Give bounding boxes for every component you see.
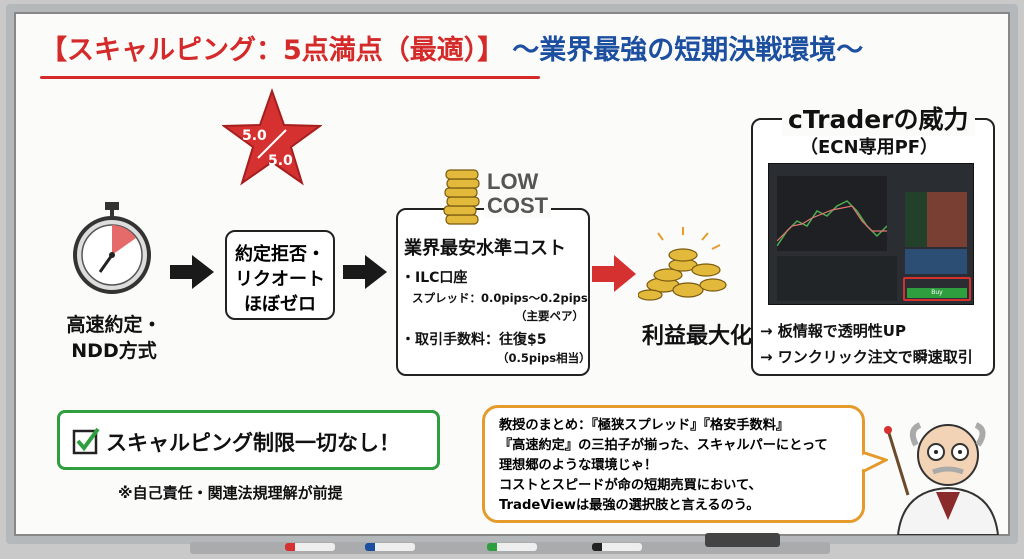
page-title: 【スキャルピング：5点満点（最適）】〜業界最強の短期決戦環境〜 <box>40 28 863 67</box>
summary-line: コストとスピードが命の短期売買において、 <box>499 478 762 493</box>
title-main: 【スキャルピング：5点満点（最適）】 <box>40 35 505 66</box>
one-click-order-area: Buy <box>903 277 971 301</box>
arrow-right-icon <box>343 255 387 289</box>
no-limit-label: スキャルピング制限一切なし！ <box>106 431 400 455</box>
arrow-right-icon <box>170 255 214 289</box>
orderbook-asks <box>927 192 967 247</box>
step1-label: 高速約定・ NDD方式 <box>64 312 164 364</box>
cost-item1-note: （主要ペア） <box>515 309 584 323</box>
blue-marker[interactable] <box>365 543 415 551</box>
green-marker[interactable] <box>487 543 537 551</box>
step1-line1: 高速約定・ <box>66 314 162 336</box>
ctrader-title: cTraderの威力 <box>782 100 975 136</box>
orderbook-depth <box>905 249 967 274</box>
stopwatch-icon <box>73 202 151 294</box>
coin-stack-icon <box>443 169 480 225</box>
ctrader-subtitle: （ECN専用PF） <box>800 137 939 158</box>
title-underline <box>40 76 540 79</box>
title-sub: 〜業界最強の短期決戦環境〜 <box>512 35 864 66</box>
summary-line: TradeViewは最強の選択肢と言えるのう。 <box>499 498 760 513</box>
red-arrow-icon <box>592 255 636 292</box>
cost-box <box>396 208 590 376</box>
rating-max: 5.0 <box>268 153 293 169</box>
candlestick-chart <box>777 176 887 251</box>
orderbook-bids <box>905 192 927 247</box>
badge-line1: LOW <box>487 169 539 194</box>
red-marker[interactable] <box>285 543 335 551</box>
step2-box: 約定拒否・ リクオート ほぼゼロ <box>225 230 335 320</box>
coin-pile-icon <box>638 227 727 301</box>
ctrader-point1: → 板情報で透明性UP <box>760 322 906 340</box>
black-marker[interactable] <box>592 543 642 551</box>
summary-line: 『高速約定』の三拍子が揃った、スキャルパーにとって <box>499 438 828 453</box>
rating-score: 5.0 <box>242 128 267 144</box>
cost-item2: ・取引手数料：往復$5 <box>401 332 547 348</box>
disclaimer-note: ※自己責任・関連法規理解が前提 <box>118 484 343 502</box>
ctrader-point2: → ワンクリック注文で瞬速取引 <box>760 348 973 366</box>
step1-line2: NDD方式 <box>71 340 157 362</box>
checkbox-checked-icon <box>72 427 100 455</box>
summary-line: 教授のまとめ：『極狭スプレッド』『格安手数料』 <box>499 418 790 433</box>
professor-illustration <box>884 422 1000 535</box>
bubble-tail <box>862 450 888 474</box>
cost-item1-detail: スプレッド：0.0pips〜0.2pips <box>412 291 588 305</box>
star-rating-icon <box>222 88 322 186</box>
no-limit-box: スキャルピング制限一切なし！ <box>57 410 440 470</box>
badge-line2: COST <box>487 193 549 218</box>
step2-line1: 約定拒否・ <box>235 244 325 265</box>
cost-item1: ・ILC口座 <box>401 270 468 286</box>
summary-line: 理想郷のような環境じゃ！ <box>499 458 658 473</box>
cost-heading: 業界最安水準コスト <box>404 238 566 259</box>
positions-panel <box>777 256 897 301</box>
ctrader-screenshot: Buy <box>768 163 974 305</box>
buy-button[interactable]: Buy <box>907 288 967 298</box>
step2-line3: ほぼゼロ <box>244 294 316 315</box>
summary-speech-bubble: 教授のまとめ：『極狭スプレッド』『格安手数料』 『高速約定』の三拍子が揃った、ス… <box>482 405 865 523</box>
cost-item2-note: （0.5pips相当） <box>497 351 591 365</box>
step2-line2: リクオート <box>235 269 325 290</box>
eraser[interactable] <box>705 533 780 547</box>
